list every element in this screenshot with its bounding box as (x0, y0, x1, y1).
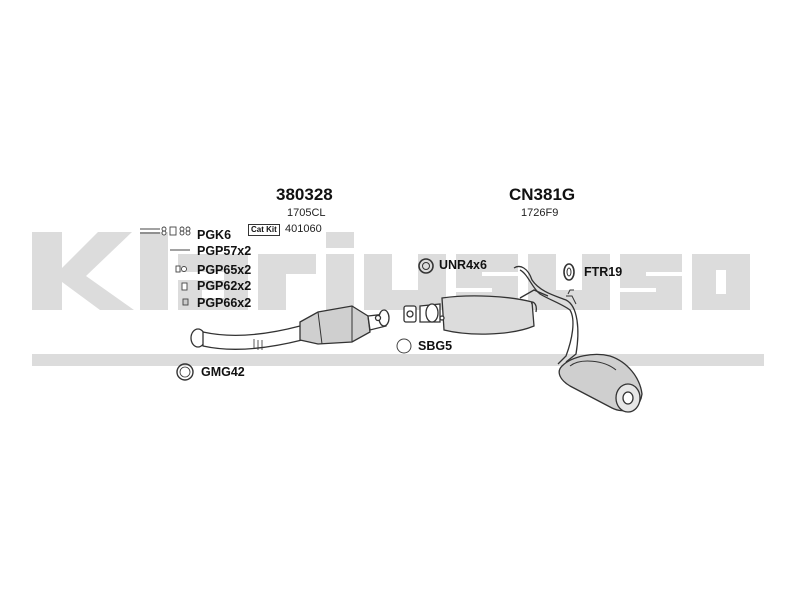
part-label-unr4x6: UNR4x6 (439, 258, 487, 272)
catalytic-converter (299, 305, 390, 345)
part-label-pgp65: PGP65x2 (197, 263, 252, 277)
part-label-gmg42: GMG42 (201, 365, 245, 379)
part-label-sbg5: SBG5 (418, 339, 453, 353)
bolt-kit-icon (140, 226, 191, 236)
group-code-1: 380328 (276, 185, 333, 204)
group-ref-1: 1705CL (287, 207, 326, 219)
gasket-ring-icon (176, 363, 194, 381)
watermark-logo (32, 232, 764, 366)
part-label-pgp62: PGP62x2 (197, 279, 252, 293)
rubber-mount-icon (418, 258, 434, 274)
part-label-pgp57: PGP57x2 (197, 244, 252, 258)
group-ref-2: 1726F9 (521, 207, 559, 219)
hanger-ring-icon (563, 263, 575, 281)
nut-icon (181, 282, 188, 291)
seal-ring-icon (396, 338, 412, 354)
cat-kit-code: 401060 (285, 223, 322, 235)
part-label-ftr19: FTR19 (584, 265, 623, 279)
cat-kit-badge: Cat Kit (248, 224, 280, 236)
front-pipe (190, 325, 303, 351)
group-code-2: CN381G (509, 185, 576, 204)
clamp-icon (175, 265, 187, 273)
tail-pipe (513, 265, 579, 365)
middle-silencer (419, 289, 549, 335)
part-label-pgk6: PGK6 (197, 228, 232, 242)
washer-icon (182, 298, 189, 306)
clamp-part (403, 305, 417, 323)
part-label-pgp66: PGP66x2 (197, 296, 252, 310)
rear-silencer (558, 353, 643, 413)
